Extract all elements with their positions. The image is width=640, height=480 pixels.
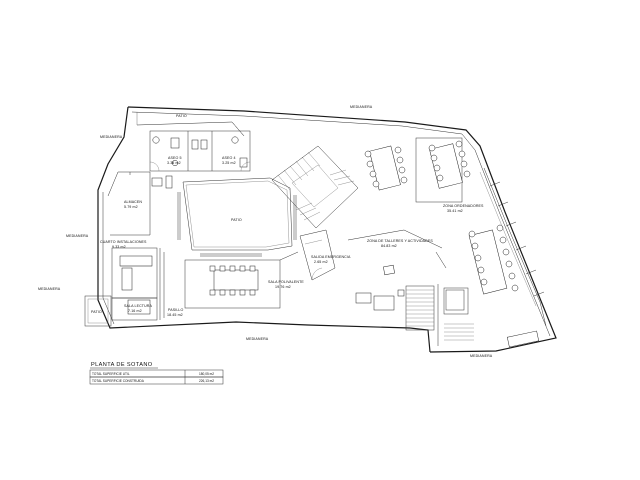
label-medianera-left-top: MEDIANERA [100,135,123,139]
label-talleres-name: ZONA DE TALLERES Y ACTIVIDADES [367,239,433,243]
label-medianera-top: MEDIANERA [350,105,373,109]
label-medianera-left-bottom: MEDIANERA [38,287,61,291]
legend-title: PLANTA DE SOTANO [91,362,153,368]
label-sala-lectura-area: 7.16 m2 [128,309,142,313]
sala-polivalente-room [184,251,299,309]
main-staircase [271,145,359,229]
label-patio-top: PATIO [176,114,187,118]
label-patio-center: PATIO [231,218,242,222]
label-aseo5-name: ASEO 5 [168,156,182,160]
label-salida-emergencia-name: SALIDA EMERGENCIA [311,255,351,259]
computer-zone [415,137,547,348]
label-almacen-name: ALMACEN [124,200,142,204]
label-medianera-bottom: MEDIANERA [246,337,269,341]
label-pasillo-area: 18.45 m2 [167,313,183,317]
legend-row-label: TOTAL SUPERFICIE UTIL [92,372,130,376]
label-talleres-area: 84.83 m2 [381,244,397,248]
label-patio-bottom-left: PATIO [91,310,102,314]
label-sala-polivalente-area: 19.76 m2 [275,285,291,289]
emergency-exit-room [299,229,336,281]
top-patio [136,112,245,137]
label-salida-emergencia-area: 2.65 m2 [314,260,328,264]
legend-row-value: 180,05 m2 [199,372,214,376]
label-aseo4-name: ASEO 4 [222,156,236,160]
central-patio [177,177,297,257]
lower-staircase [405,284,474,346]
label-sala-lectura-name: SALA LECTURA [124,304,152,308]
label-aseo5-area: 3.35 m2 [167,161,181,165]
label-sala-polivalente-name: SALA POLIVALENTE [268,280,304,284]
label-cuarto-area: 9.33 m2 [112,245,126,249]
label-ordenadores-area: 35.41 m2 [447,209,463,213]
label-cuarto-name: CUARTO INSTALACIONES [100,240,147,244]
legend-block: PLANTA DE SOTANO TOTAL SUPERFICIE UTIL 1… [89,362,224,385]
label-almacen-area: 5.79 m2 [124,205,138,209]
legend-row-value: 226,13 m2 [199,379,214,383]
label-aseo4-area: 3.25 m2 [222,161,236,165]
workshop-zone [347,145,447,311]
label-ordenadores-name: ZONA ORDENADORES [443,204,484,208]
label-pasillo-name: PASILLO [168,308,184,312]
room-labels: MEDIANERA MEDIANERA MEDIANERA MEDIANERA … [38,105,493,358]
label-medianera-left: MEDIANERA [66,234,89,238]
label-medianera-right-bottom: MEDIANERA [470,354,493,358]
legend-row-label: TOTAL SUPERFICIE CONSTRUIDA [92,379,145,383]
left-upper-rooms [107,130,251,236]
lower-left-rooms [84,247,165,327]
